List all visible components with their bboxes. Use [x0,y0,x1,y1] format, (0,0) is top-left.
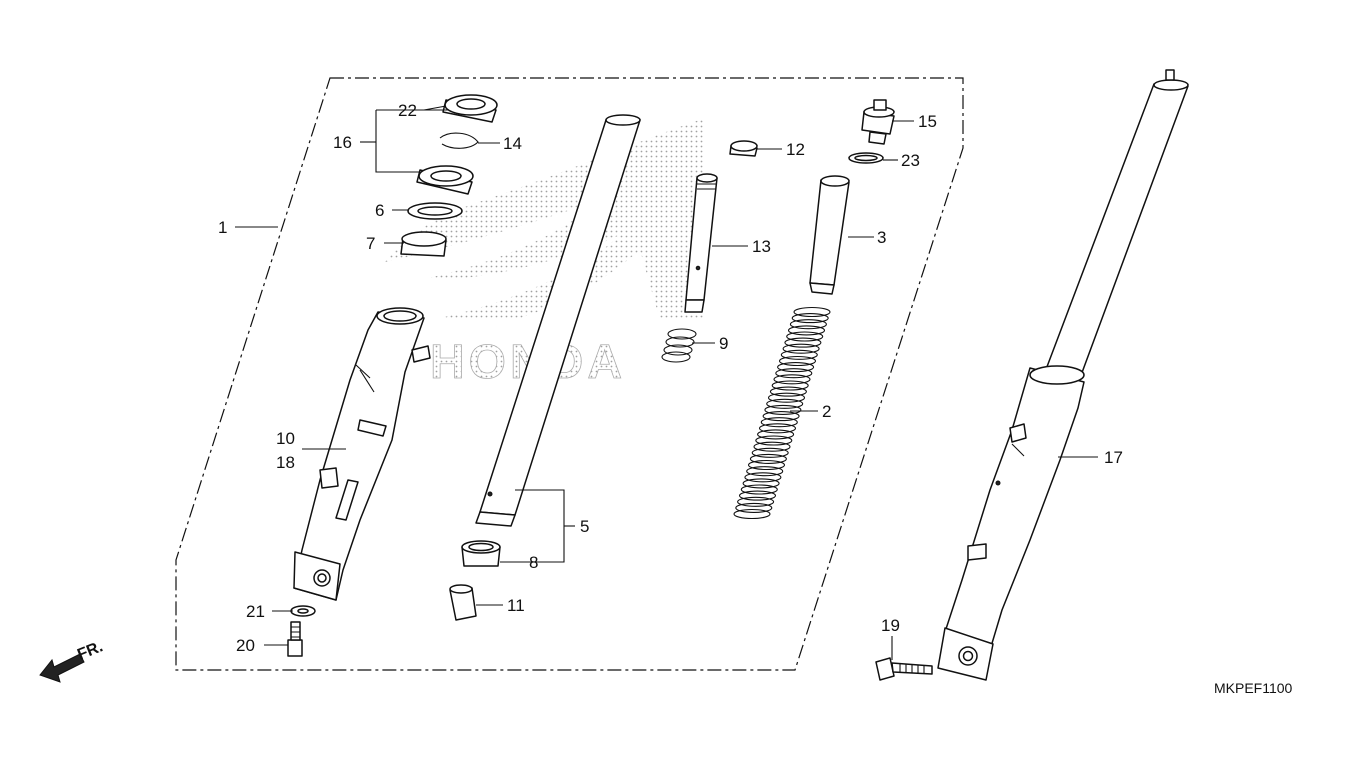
callout-13: 13 [752,237,771,256]
spring-coil [755,435,793,446]
callout-16: 16 [333,133,352,152]
callout-3: 3 [877,228,886,247]
callout-23: 23 [901,151,920,170]
spring-coil [749,453,787,464]
spring-coil [733,508,771,520]
spring-coil [771,380,809,391]
part-flange-bolt [875,657,933,681]
spring-coil [764,404,802,415]
spring-coil [760,417,798,428]
spring-coil [751,447,789,458]
part-right-fork-assembly [937,69,1189,681]
callout-10: 10 [276,429,295,448]
part-rebound-spring [661,328,697,363]
front-arrow-icon [39,653,85,683]
assembly-frame [175,77,964,671]
callout-5: 5 [580,517,589,536]
callout-8: 8 [529,553,538,572]
spring-coil [784,337,822,348]
callout-1: 1 [218,218,227,237]
diagram-code: MKPEF1100 [1214,680,1293,696]
callout-11: 11 [507,596,525,615]
part-fork-cap [861,99,895,145]
leader-lines [235,105,1098,660]
part-damper-rod [684,173,718,313]
spring-coil [740,484,778,495]
spring-coil [737,496,775,507]
spring-coil [791,313,829,324]
spring-coil [786,331,824,342]
spring-coil [787,325,826,336]
part-stopper-ring [439,132,479,149]
part-socket-bolt [287,621,303,657]
callouts: 1 2 3 5 6 7 8 9 10 11 12 13 14 15 16 17 … [218,101,1123,655]
spring-coil [793,306,831,318]
part-backup-ring [407,202,463,220]
part-spring-collar [729,140,758,157]
callout-21: 21 [246,602,265,621]
callout-9: 9 [719,334,728,353]
callout-6: 6 [375,201,384,220]
part-washer [290,605,316,617]
spring-coil [775,368,813,379]
spring-coil [738,490,777,501]
spring-coil [769,386,807,397]
front-label: FR. [75,638,105,663]
spring-coil [789,319,827,330]
part-inner-fork-tube [475,114,641,527]
spring-coil [766,398,804,409]
spring-coil [758,423,797,434]
spring-coil [767,392,806,403]
part-fork-slider [293,307,431,601]
part-o-ring [848,152,884,164]
callout-20: 20 [236,636,255,655]
part-oil-seal [416,165,474,195]
part-guide-bushing [400,231,447,257]
spring-coil [773,374,811,385]
front-direction-indicator: FR. [39,638,105,683]
spring-coil [746,466,784,477]
spring-coil [777,362,815,373]
spring-coil [744,472,782,483]
callout-12: 12 [786,140,805,159]
spring-coil [735,502,773,513]
callout-19: 19 [881,616,900,635]
part-spacer [809,175,850,295]
part-dust-seal [442,94,498,123]
callout-7: 7 [366,234,375,253]
callout-18: 18 [276,453,295,472]
spring-coil [747,459,786,471]
callout-2: 2 [822,402,831,421]
callout-22: 22 [398,101,417,120]
spring-coil [780,349,818,360]
spring-coil [762,411,800,422]
part-fork-spring [733,306,831,520]
spring-coil [742,478,780,489]
callout-15: 15 [918,112,937,131]
part-oil-lock-piece [449,584,477,621]
spring-coil [782,343,820,354]
part-slider-bushing [461,540,501,567]
spring-coil [778,355,817,367]
callout-14: 14 [503,134,522,153]
spring-coil [757,429,795,440]
callout-17: 17 [1104,448,1123,467]
spring-coil [753,441,791,452]
